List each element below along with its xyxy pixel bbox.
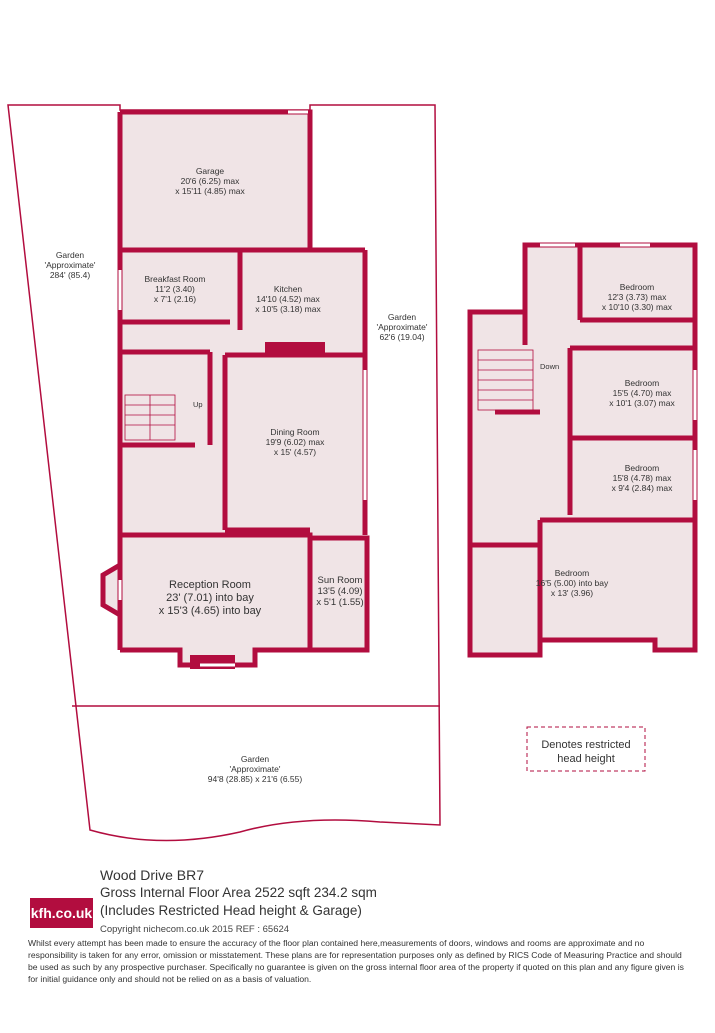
kitchen-dim1: 14'10 (4.52) max	[256, 294, 320, 304]
room-labels: Garage 20'6 (6.25) max x 15'11 (4.85) ma…	[45, 166, 676, 784]
bed3-dim2: x 9'4 (2.84) max	[612, 483, 673, 493]
bed4-dim1: 16'5 (5.00) into bay	[536, 578, 609, 588]
dining-name: Dining Room	[270, 427, 319, 437]
garage-dim1: 20'6 (6.25) max	[181, 176, 241, 186]
garden-bottom-name: Garden	[241, 754, 270, 764]
breakfast-name: Breakfast Room	[145, 274, 206, 284]
bed1-name: Bedroom	[620, 282, 655, 292]
fireplace	[190, 655, 235, 669]
stairs-up-label: Up	[193, 400, 203, 409]
ground-floor	[103, 110, 367, 665]
garden-right-name: Garden	[388, 312, 417, 322]
breakfast-dim2: x 7'1 (2.16)	[154, 294, 196, 304]
ground-walls	[100, 109, 370, 668]
ground-stairs	[124, 394, 176, 441]
legend-line2: head height	[557, 753, 615, 765]
bed2-dim2: x 10'1 (3.07) max	[609, 398, 675, 408]
garden-left-name: Garden	[56, 250, 85, 260]
garden-bottom-dim1: 'Approximate'	[230, 764, 281, 774]
garage-dim2: x 15'11 (4.85) max	[175, 186, 245, 196]
reception-dim1: 23' (7.01) into bay	[166, 592, 254, 604]
kitchen-counter	[265, 342, 325, 354]
garden-left-dim2: 284' (85.4)	[50, 270, 91, 280]
reception-name: Reception Room	[169, 579, 251, 591]
kitchen-dim2: x 10'5 (3.18) max	[255, 304, 321, 314]
sun-dim2: x 5'1 (1.55)	[316, 597, 363, 608]
dining-dim1: 19'9 (6.02) max	[266, 437, 326, 447]
breakfast-dim1: 11'2 (3.40)	[155, 284, 195, 294]
legend-line1: Denotes restricted	[541, 739, 630, 751]
address: Wood Drive BR7	[100, 867, 205, 883]
sun-name: Sun Room	[318, 575, 363, 586]
first-walls	[467, 242, 698, 658]
stairs-down-label: Down	[540, 362, 559, 371]
bed3-name: Bedroom	[625, 463, 660, 473]
copyright: Copyright nichecom.co.uk 2015 REF : 6562…	[100, 924, 290, 935]
garden-bottom-dim2: 94'8 (28.85) x 21'6 (6.55)	[208, 774, 303, 784]
garden-left-dim1: 'Approximate'	[45, 260, 96, 270]
floor-plan: Garage 20'6 (6.25) max x 15'11 (4.85) ma…	[7, 104, 698, 842]
bed4-name: Bedroom	[555, 568, 590, 578]
disclaimer: Whilst every attempt has been made to en…	[28, 938, 684, 984]
ground-windows	[118, 110, 367, 667]
bed4-dim2: x 13' (3.96)	[551, 588, 593, 598]
bed1-dim1: 12'3 (3.73) max	[608, 292, 668, 302]
bed1-dim2: x 10'10 (3.30) max	[602, 302, 673, 312]
area-note: (Includes Restricted Head height & Garag…	[100, 903, 362, 918]
kitchen-name: Kitchen	[274, 284, 303, 294]
sun-dim1: 13'5 (4.09)	[317, 586, 362, 597]
legend-box	[526, 726, 646, 772]
garden-right-dim2: 62'6 (19.04)	[379, 332, 424, 342]
title-block: Wood Drive BR7 Gross Internal Floor Area…	[100, 866, 377, 920]
first-windows	[540, 243, 697, 657]
bed2-name: Bedroom	[625, 378, 660, 388]
first-stairs	[477, 349, 534, 411]
bed2-dim1: 15'5 (4.70) max	[613, 388, 673, 398]
reception-dim2: x 15'3 (4.65) into bay	[159, 605, 262, 617]
garden-right-dim1: 'Approximate'	[377, 322, 428, 332]
bed3-dim1: 15'8 (4.78) max	[613, 473, 673, 483]
kfh-logo: kfh.co.uk	[30, 898, 93, 928]
garage-name: Garage	[196, 166, 225, 176]
floor-area: Gross Internal Floor Area 2522 sqft 234.…	[100, 885, 377, 900]
dining-dim2: x 15' (4.57)	[274, 447, 316, 457]
